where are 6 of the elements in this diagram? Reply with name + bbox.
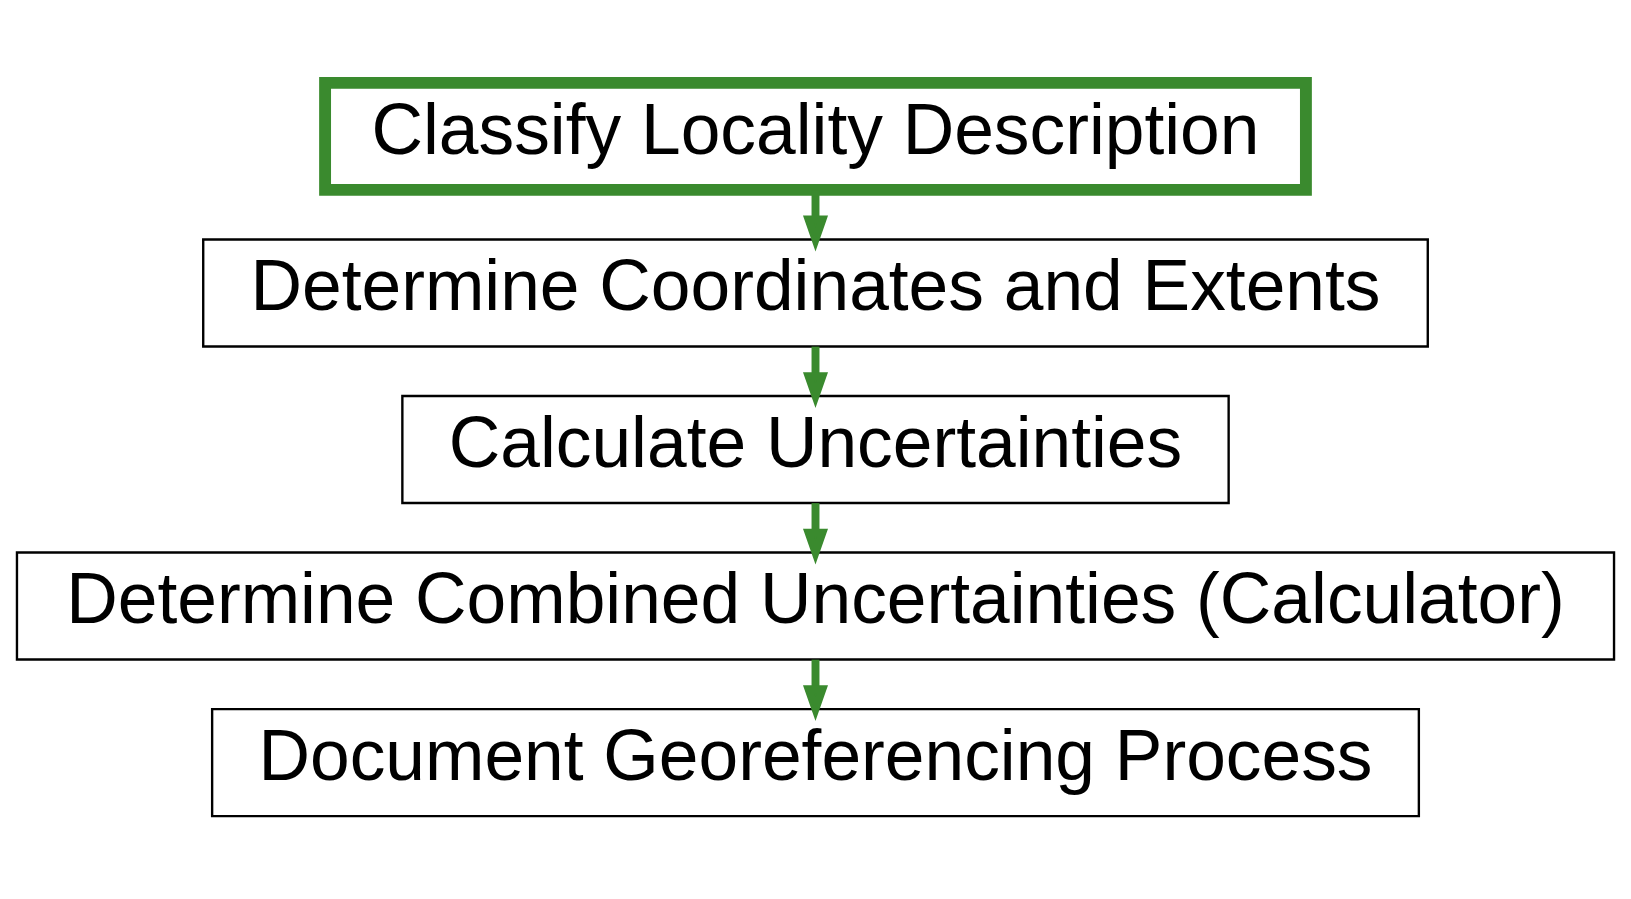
node-box: Determine Coordinates and Extents	[202, 238, 1429, 348]
node-box: Classify Locality Description	[319, 77, 1312, 196]
node-box: Determine Combined Uncertainties (Calculator)	[15, 551, 1616, 661]
arrow	[802, 190, 829, 252]
node-box: Calculate Uncertainties	[401, 394, 1230, 505]
node-box: Document Georeferencing Process	[210, 707, 1421, 818]
